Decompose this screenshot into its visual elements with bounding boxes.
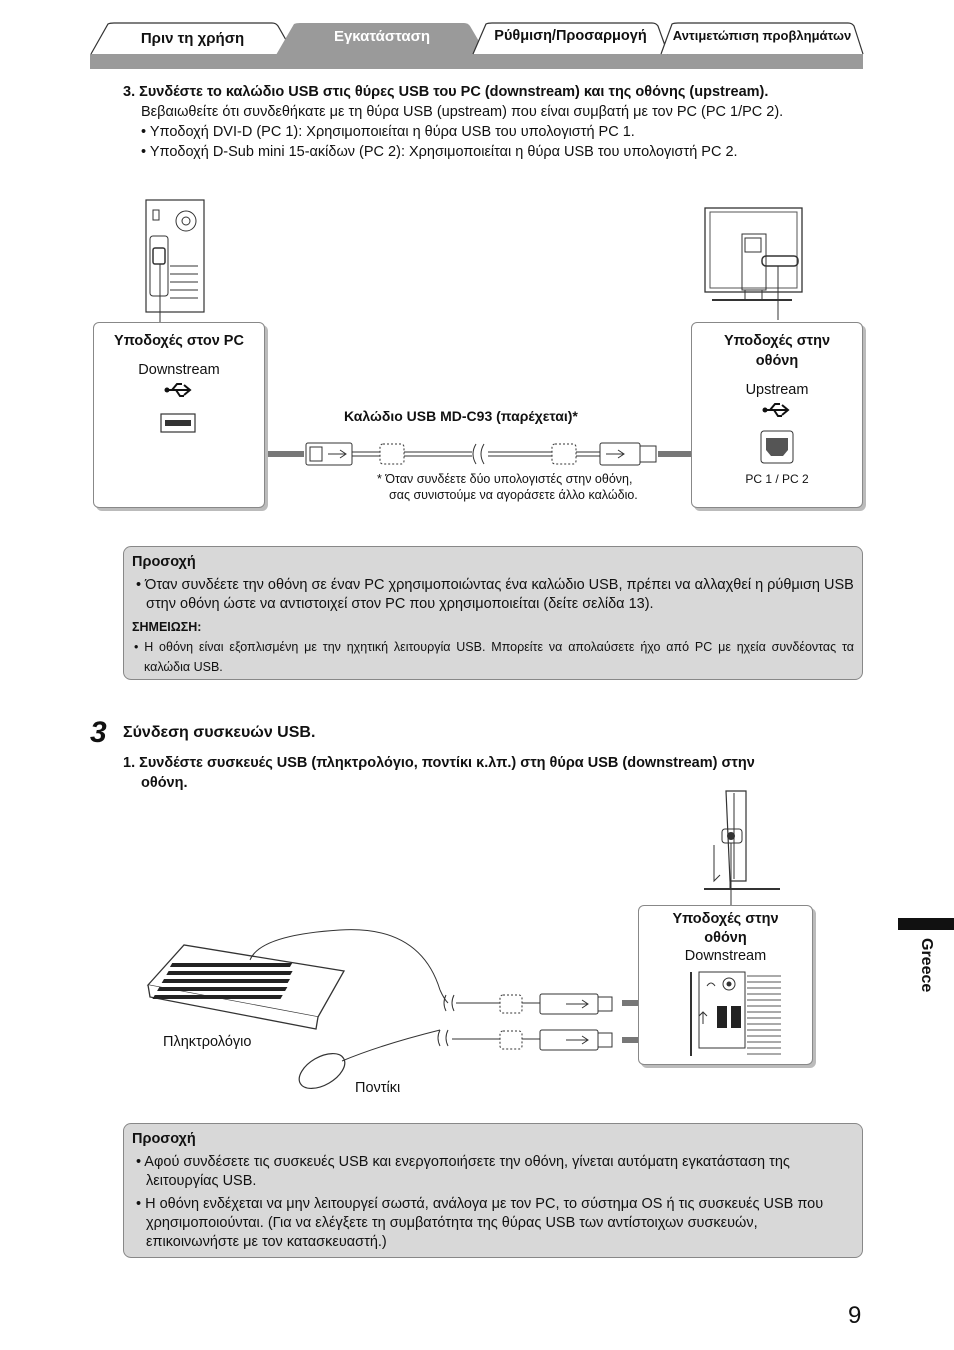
tab-label: Ρύθμιση/Προσαρμογή xyxy=(494,27,647,44)
keyboard-label: Πληκτρολόγιο xyxy=(163,1034,252,1050)
section-number: 3 xyxy=(90,716,107,749)
downstream-label: Downstream xyxy=(138,362,220,378)
usb-icon xyxy=(164,383,192,397)
tab-bar-underline xyxy=(90,54,863,69)
step-line: 1. Συνδέστε συσκευές USB (πληκτρολόγιο, … xyxy=(123,755,755,771)
footnote-line: σας συνιστούμε να αγοράσετε άλλο καλώδιο… xyxy=(389,488,638,502)
cable-footnote: * Όταν συνδέετε δύο υπολογιστές στην οθό… xyxy=(377,471,638,503)
tab-settings[interactable]: Ρύθμιση/Προσαρμογή xyxy=(472,22,669,55)
monitor-icon xyxy=(704,207,803,320)
downstream-label: Downstream xyxy=(684,948,767,964)
caution-box: Προσοχή • Όταν συνδέετε την οθόνη σε ένα… xyxy=(123,546,863,680)
monitor-downstream-box: Υποδοχές στην οθόνη Downstream xyxy=(638,905,813,1065)
side-tab-marker xyxy=(898,918,954,930)
pc-tower-icon xyxy=(145,199,205,322)
caution-item: • Αφού συνδέσετε τις συσκευές USB και εν… xyxy=(136,1154,790,1189)
tab-label: Αντιμετώπιση προβλημάτων xyxy=(672,28,852,43)
monitor-side-icon xyxy=(704,790,780,907)
note-item: • Η οθόνη είναι εξοπλισμένη με την ηχητι… xyxy=(134,640,854,674)
tab-troubleshooting[interactable]: Αντιμετώπιση προβλημάτων xyxy=(660,22,864,55)
monitor-box-title: Υποδοχές στην οθόνη xyxy=(672,911,779,946)
tab-label: Εγκατάσταση xyxy=(333,28,431,45)
usb-a-port-icon xyxy=(160,413,196,433)
section3-step1: 1. Συνδέστε συσκευές USB (πληκτρολόγιο, … xyxy=(123,753,863,793)
caution-heading: Προσοχή xyxy=(132,1131,196,1147)
side-language-label: Greece xyxy=(918,938,935,993)
monitor-ports-box: Υποδοχές στην οθόνη Upstream PC 1 / PC 2 xyxy=(691,322,863,508)
tab-label: Πριν τη χρήση xyxy=(140,30,245,47)
usb-icon xyxy=(762,403,790,417)
cable-label: Καλώδιο USB MD-C93 (παρέχεται)* xyxy=(344,408,578,424)
step-line: οθόνη. xyxy=(141,775,188,791)
pc1-pc2-label: PC 1 / PC 2 xyxy=(745,472,809,486)
mouse-icon xyxy=(298,1029,441,1090)
caution-item: • Η οθόνη ενδέχεται να μην λειτουργεί σω… xyxy=(136,1196,824,1250)
caution-heading: Προσοχή xyxy=(132,554,196,570)
usb-b-port-icon xyxy=(760,430,794,464)
mouse-label: Ποντίκι xyxy=(355,1080,401,1096)
tab-installation[interactable]: Εγκατάσταση xyxy=(276,22,488,55)
upstream-label: Upstream xyxy=(745,382,809,398)
pc-box-title: Υποδοχές στον PC xyxy=(114,333,244,349)
footnote-line: * Όταν συνδέετε δύο υπολογιστές στην οθό… xyxy=(377,472,633,486)
caution-item: • Όταν συνδέετε την οθόνη σε έναν PC χρη… xyxy=(136,577,854,612)
monitor-usb-ports-icon xyxy=(690,971,781,1056)
step3-line: Βεβαιωθείτε ότι συνδεθήκατε με τη θύρα U… xyxy=(141,104,784,120)
step3-bullet: • Υποδοχή DVI-D (PC 1): Χρησιμοποιείται … xyxy=(141,124,635,140)
monitor-box-title: Υποδοχές στην οθόνη xyxy=(723,333,831,369)
note-heading: ΣΗΜΕΙΩΣΗ: xyxy=(132,620,202,634)
pc-ports-box: Υποδοχές στον PC Downstream xyxy=(93,322,265,508)
step3-bullet: • Υποδοχή D-Sub mini 15-ακίδων (PC 2): Χ… xyxy=(141,144,738,160)
step3-block: 3. Συνδέστε το καλώδιο USB στις θύρες US… xyxy=(123,82,863,162)
usb-cable-icon xyxy=(240,442,716,466)
keyboard-icon xyxy=(146,929,441,1030)
page-number: 9 xyxy=(848,1302,862,1329)
caution-box: Προσοχή • Αφού συνδέσετε τις συσκευές US… xyxy=(123,1123,863,1258)
section-title: Σύνδεση συσκευών USB. xyxy=(123,724,316,741)
step3-title: 3. Συνδέστε το καλώδιο USB στις θύρες US… xyxy=(123,84,769,100)
tab-before-use[interactable]: Πριν τη χρήση xyxy=(90,22,295,55)
usb-connection-diagram xyxy=(145,199,803,466)
